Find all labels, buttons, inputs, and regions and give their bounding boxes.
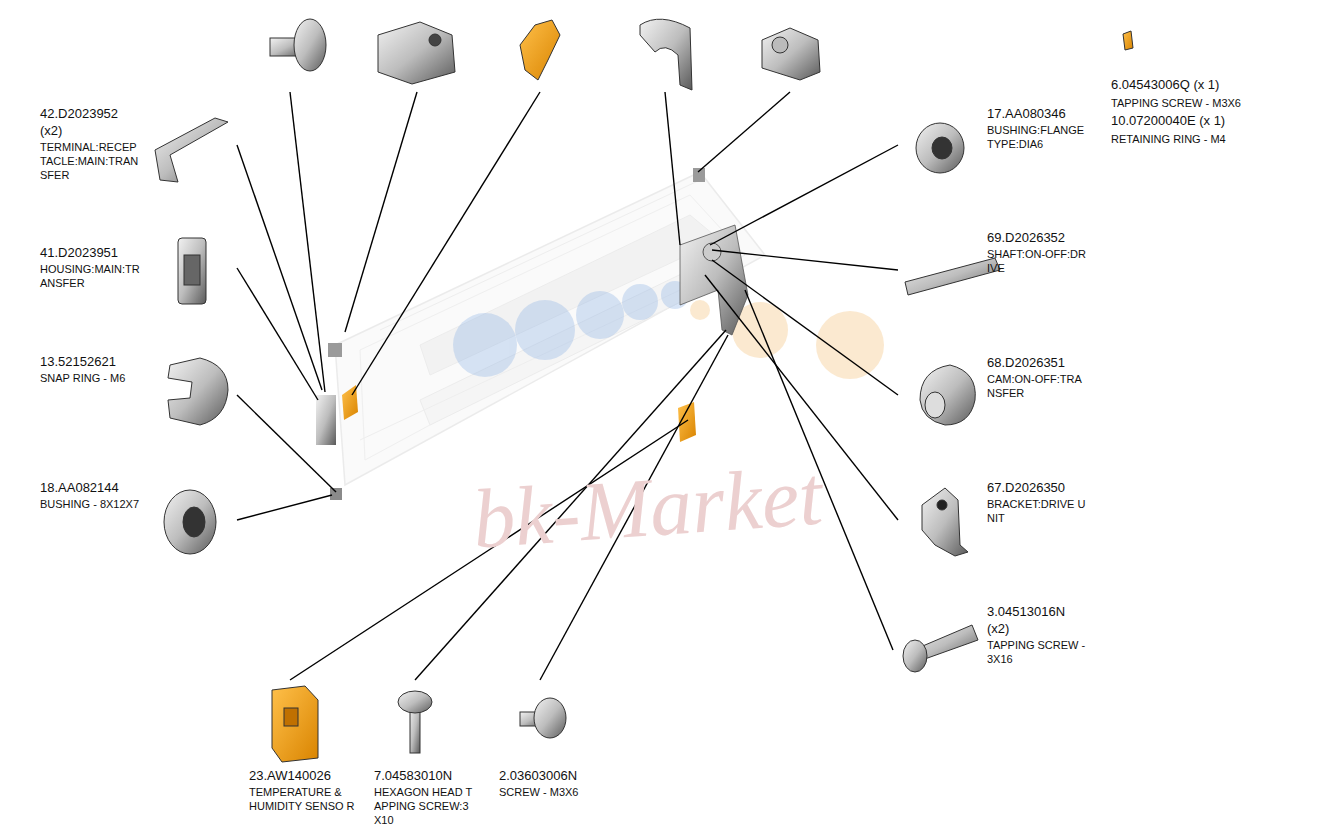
part-description: TEMPERATURE & HUMIDITY SENSO R bbox=[249, 785, 361, 813]
part-description: SCREW - M3X6 bbox=[499, 785, 611, 799]
transfer-unit-assembly bbox=[335, 172, 765, 485]
part-description: CAM:ON-OFF:TRA NSFER bbox=[987, 372, 1099, 400]
part-description: BRACKET:DRIVE U NIT bbox=[987, 497, 1099, 525]
part-description: TAPPING SCREW - 3X16 bbox=[987, 638, 1099, 666]
part-number: 17.AA080346 bbox=[987, 106, 1066, 121]
part-number: 13.52152621 bbox=[40, 354, 116, 369]
logo-watermark bbox=[453, 281, 884, 379]
watermark: bk-Market bbox=[470, 454, 825, 562]
part-number: 3.04513016N bbox=[987, 604, 1065, 619]
part-icons bbox=[155, 19, 1133, 762]
part-number: 6.04543006Q (x 1) bbox=[1111, 77, 1219, 92]
assembled-parts bbox=[316, 168, 748, 500]
part-number: 2.03603006N bbox=[499, 768, 577, 783]
part-description: HOUSING:MAIN:TR ANSFER bbox=[40, 262, 152, 290]
part-number: 68.D2026351 bbox=[987, 355, 1065, 370]
part-description: SHAFT:ON-OFF:DR IVE bbox=[987, 247, 1099, 275]
quantity: (x2) bbox=[40, 123, 62, 138]
part-number: 10.07200040E (x 1) bbox=[1111, 113, 1225, 128]
part-description: HEXAGON HEAD T APPING SCREW:3 X10 bbox=[374, 785, 486, 827]
part-number: 67.D2026350 bbox=[987, 480, 1065, 495]
part-number: 41.D2023951 bbox=[40, 245, 118, 260]
part-description: TAPPING SCREW - M3X6 bbox=[1111, 96, 1241, 110]
part-description: SNAP RING - M6 bbox=[40, 371, 152, 385]
part-number: 69.D2026352 bbox=[987, 230, 1065, 245]
part-number: 7.04583010N bbox=[374, 768, 452, 783]
part-number: 42.D2023952 bbox=[40, 106, 118, 121]
part-description: BUSHING - 8X12X7 bbox=[40, 497, 152, 511]
leader-lines bbox=[237, 92, 898, 680]
part-number: 23.AW140026 bbox=[249, 768, 331, 783]
part-number: 18.AA082144 bbox=[40, 480, 119, 495]
part-description: BUSHING:FLANGE TYPE:DIA6 bbox=[987, 123, 1099, 151]
quantity: (x2) bbox=[987, 621, 1009, 636]
part-description: RETAINING RING - M4 bbox=[1111, 132, 1226, 146]
part-description: TERMINAL:RECEP TACLE:MAIN:TRAN SFER bbox=[40, 140, 152, 182]
